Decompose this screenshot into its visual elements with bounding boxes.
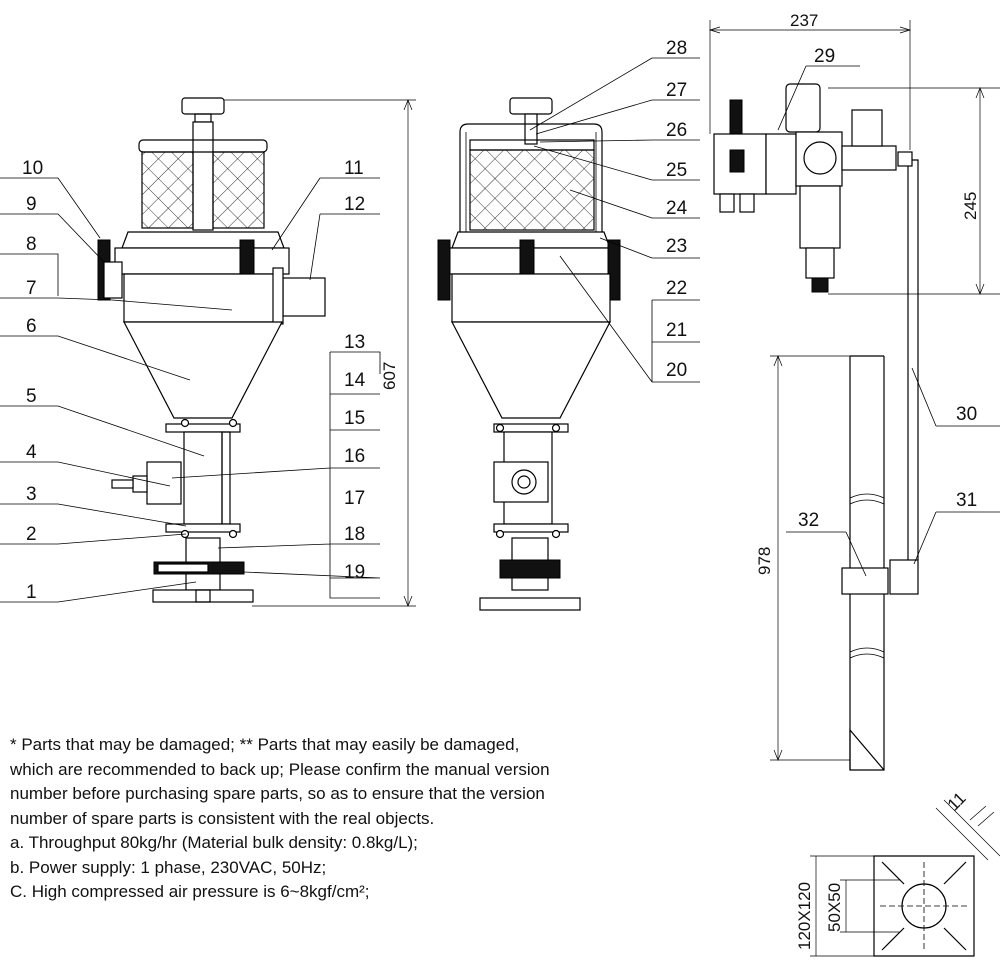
note-power: b. Power supply: 1 phase, 230VAC, 50Hz; xyxy=(10,857,327,877)
dim-slot-width: 11 xyxy=(944,789,970,815)
dim-base-inner: 50X50 xyxy=(825,883,844,932)
leader-lines xyxy=(0,57,1000,603)
callout-6: 6 xyxy=(26,316,37,337)
callout-5: 5 xyxy=(26,386,37,407)
callout-24: 24 xyxy=(666,198,688,219)
base-plate-plan xyxy=(873,855,975,957)
callout-11: 11 xyxy=(344,158,364,179)
note-line-1: * Parts that may be damaged; ** Parts th… xyxy=(10,735,520,754)
callout-31: 31 xyxy=(956,490,977,511)
callout-21: 21 xyxy=(666,320,687,341)
callout-22: 22 xyxy=(666,278,687,299)
dim-base-size: 120X120 xyxy=(795,882,814,950)
spec-notes: * Parts that may be damaged; ** Parts th… xyxy=(10,733,750,905)
callout-25: 25 xyxy=(666,160,687,181)
loader-front-view xyxy=(97,97,326,603)
callout-2: 2 xyxy=(26,524,37,545)
filter-regulator-assembly xyxy=(713,83,919,560)
callout-10: 10 xyxy=(22,158,43,179)
dim-height-panel: 245 xyxy=(961,192,980,220)
callout-numbers: 1 2 3 4 5 6 7 8 9 10 11 12 13 14 15 16 1… xyxy=(22,38,977,603)
callout-16: 16 xyxy=(344,446,365,467)
callout-19: 19 xyxy=(344,562,365,583)
callout-26: 26 xyxy=(666,120,687,141)
callout-20: 20 xyxy=(666,360,687,381)
suction-lance xyxy=(841,355,919,771)
callout-1: 1 xyxy=(26,582,37,603)
callout-14: 14 xyxy=(344,370,366,391)
callout-8: 8 xyxy=(26,234,37,255)
note-line-4: number of spare parts is consistent with… xyxy=(10,808,435,828)
callout-29: 29 xyxy=(814,46,835,67)
note-line-2: which are recommended to back up; Please… xyxy=(10,759,550,779)
dim-tube-length: 978 xyxy=(755,547,774,575)
loader-side-view xyxy=(437,97,621,611)
callout-27: 27 xyxy=(666,80,687,101)
callout-13: 13 xyxy=(344,332,365,353)
callout-30: 30 xyxy=(956,404,977,425)
callout-3: 3 xyxy=(26,484,37,505)
dim-width-panel: 237 xyxy=(790,11,818,30)
dim-height-total: 607 xyxy=(380,362,399,390)
callout-28: 28 xyxy=(666,38,687,59)
callout-17: 17 xyxy=(344,488,365,509)
callout-12: 12 xyxy=(344,194,365,215)
note-throughput: a. Throughput 80kg/hr (Material bulk den… xyxy=(10,833,418,852)
callout-32: 32 xyxy=(798,510,819,531)
callout-7: 7 xyxy=(26,278,37,299)
note-air-pressure: C. High compressed air pressure is 6~8kg… xyxy=(10,882,370,901)
note-line-3: number before purchasing spare parts, so… xyxy=(10,784,545,803)
callout-18: 18 xyxy=(344,524,365,545)
callout-15: 15 xyxy=(344,408,365,429)
callout-4: 4 xyxy=(26,442,37,463)
callout-23: 23 xyxy=(666,236,687,257)
callout-9: 9 xyxy=(26,194,37,215)
